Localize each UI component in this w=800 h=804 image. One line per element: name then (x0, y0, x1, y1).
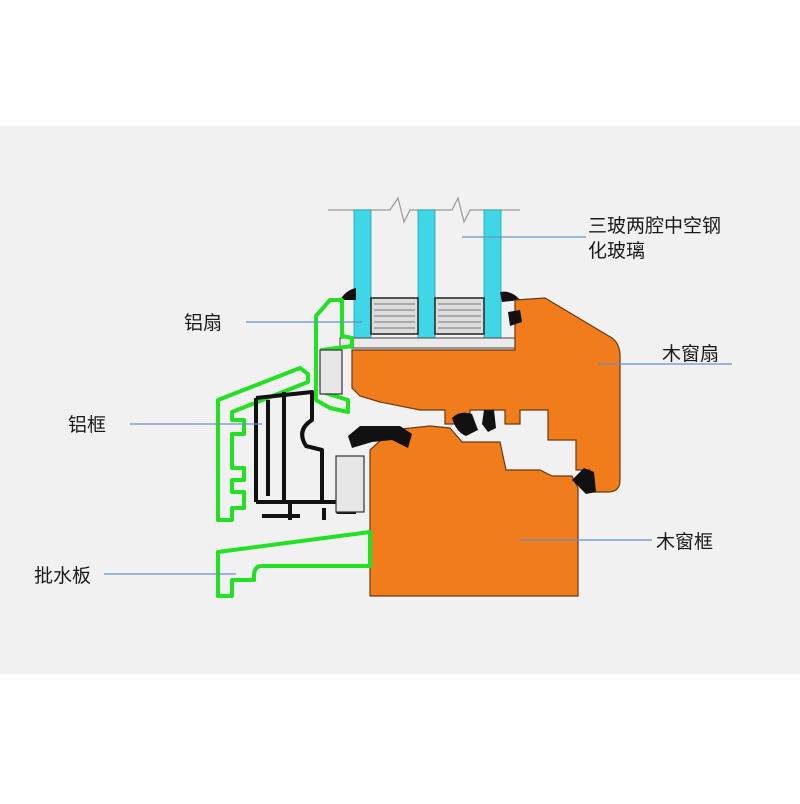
glass-pane-2 (417, 209, 436, 339)
gaskets (348, 310, 596, 494)
spacer-texture (374, 303, 481, 329)
aluminum-frame (216, 366, 310, 522)
label-wood-frame: 木窗框 (656, 531, 714, 553)
label-wood-sash: 木窗扇 (662, 343, 720, 365)
glazing-rebate (339, 337, 517, 349)
drip-board (216, 530, 372, 598)
wood-sash (351, 297, 621, 493)
frame-clip (335, 455, 365, 513)
label-glass-line2: 化玻璃 (588, 239, 646, 262)
label-glass: 三玻两腔中空钢 化玻璃 (588, 214, 721, 263)
wood-frame (369, 425, 579, 597)
glass-pane-3 (483, 209, 502, 339)
seal-top-left (340, 288, 356, 300)
label-glass-line1: 三玻两腔中空钢 (588, 215, 722, 237)
label-aluminum-frame: 铝框 (68, 414, 107, 436)
glass-pane-1 (353, 209, 372, 339)
aluminum-sash-clip (319, 349, 343, 395)
leader-lines (104, 236, 732, 575)
label-drip-board: 批水板 (34, 565, 92, 587)
label-aluminum-sash: 铝扇 (184, 312, 223, 334)
